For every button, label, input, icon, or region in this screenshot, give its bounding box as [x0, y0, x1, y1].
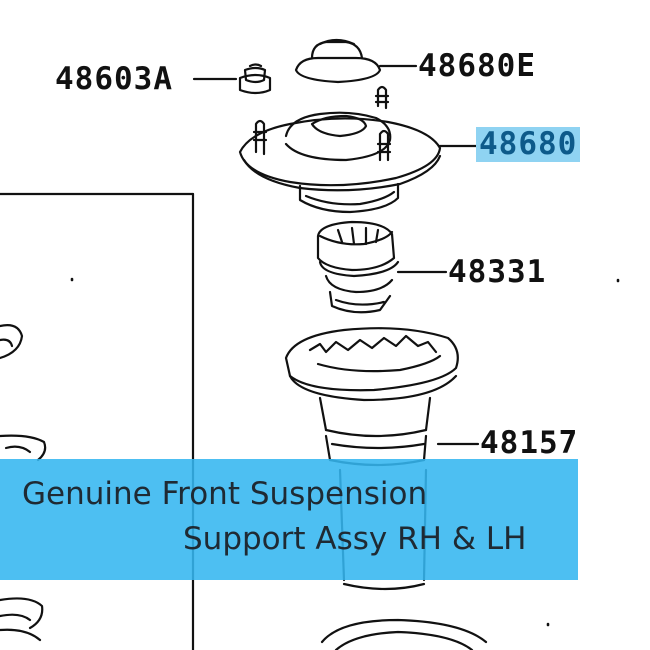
adjacent-spring-partial	[0, 324, 47, 642]
part-label-48603a: 48603A	[55, 61, 173, 97]
nut-48603a	[238, 63, 272, 95]
banner-title-line-2: Support Assy RH & LH	[183, 521, 527, 557]
banner-title-line-1: Genuine Front Suspension	[22, 476, 428, 512]
cap-48680e	[294, 38, 382, 84]
part-label-48680-highlighted: 48680	[476, 127, 581, 162]
bumper-48331	[316, 220, 400, 314]
part-label-48157: 48157	[480, 425, 579, 461]
support-assy-48680	[238, 85, 442, 214]
part-label-48331: 48331	[448, 254, 547, 290]
part-label-48680e: 48680E	[418, 48, 536, 84]
adjacent-assembly-frame	[0, 192, 195, 650]
product-title-banner: Genuine Front Suspension Support Assy RH…	[0, 459, 578, 580]
diagram-marks	[70, 277, 620, 627]
